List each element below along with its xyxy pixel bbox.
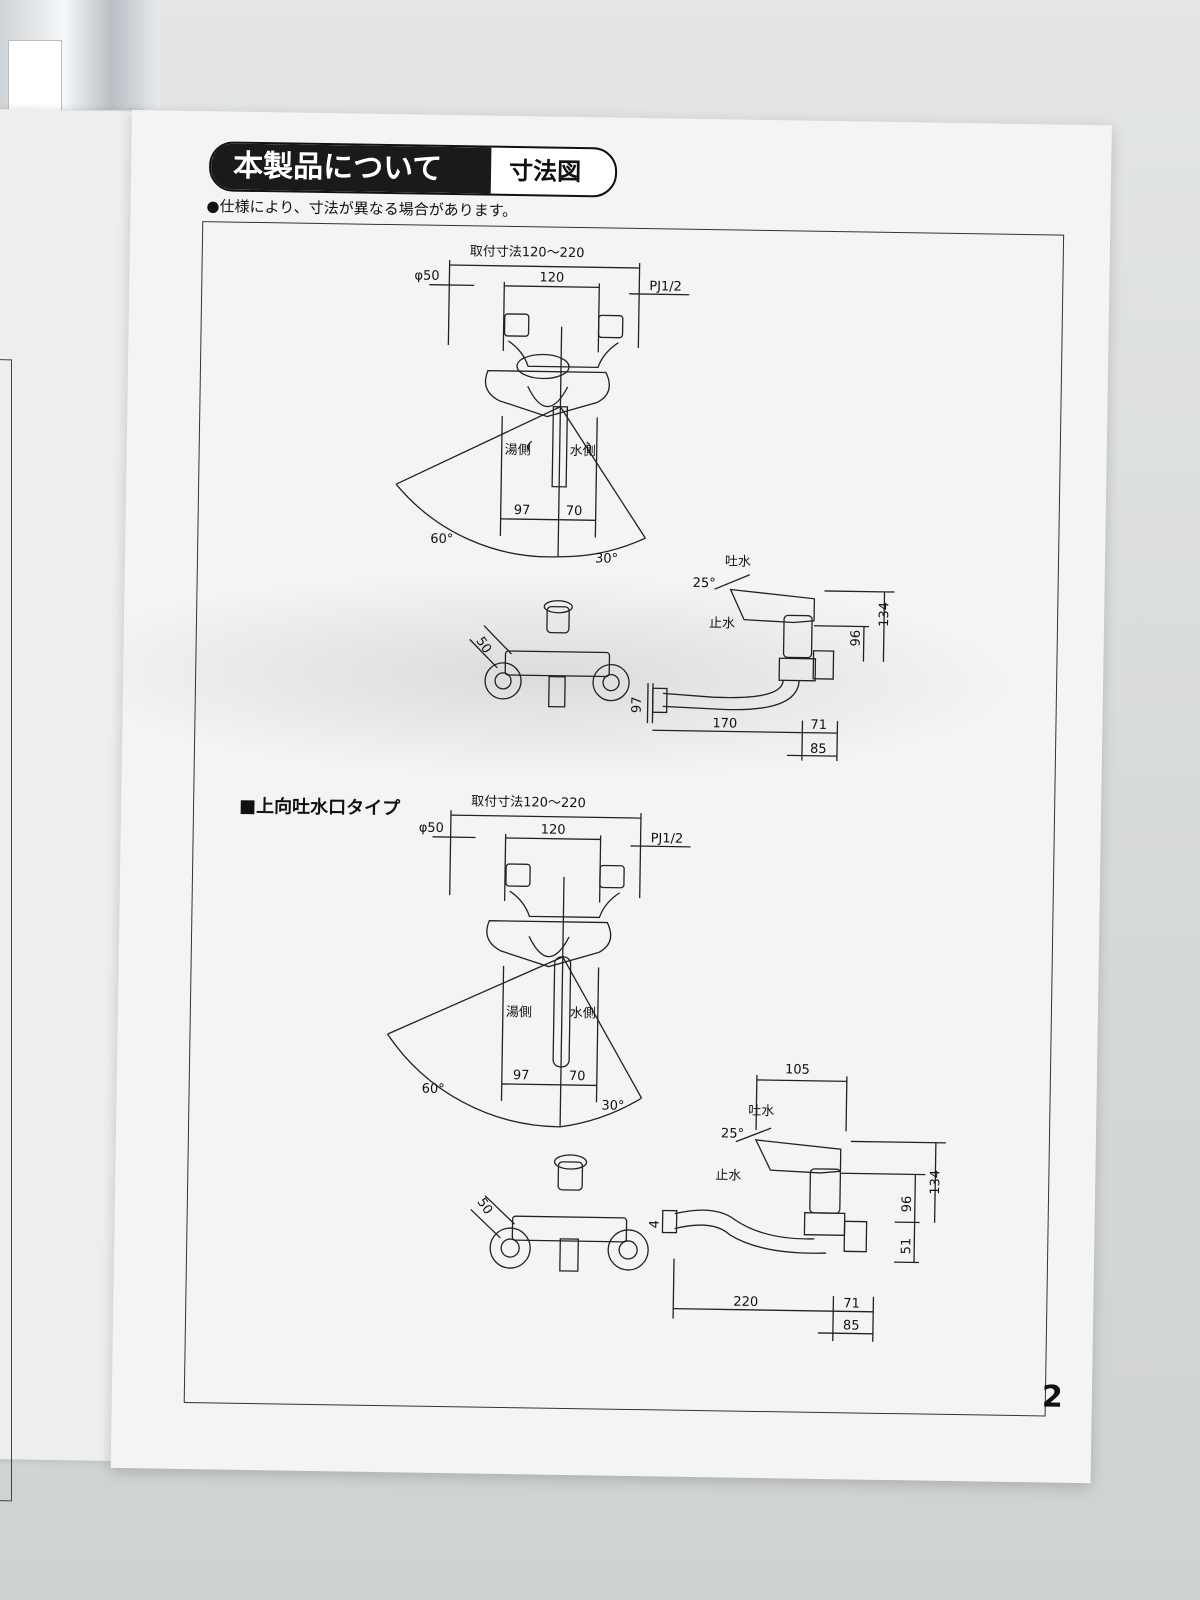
bottom-mount-range: 取付寸法120～220 (471, 794, 586, 811)
section-label-upward-spout: ■上向吐水口タイプ (238, 795, 401, 820)
bottom-cold-label: 水側 (570, 1006, 596, 1021)
bottom-h51: 51 (899, 1238, 914, 1255)
top-pipe: PJ1/2 (649, 279, 682, 295)
warning-sticker (8, 40, 62, 112)
top-bottom-view (469, 600, 630, 708)
top-phi: φ50 (414, 268, 439, 283)
bottom-stop-label: 止水 (715, 1168, 741, 1183)
top-w170: 170 (712, 716, 737, 731)
bottom-front-view (386, 810, 691, 1128)
top-spout-label: 吐水 (725, 554, 751, 569)
bottom-w71: 71 (843, 1296, 860, 1311)
bottom-angle-right: 30° (601, 1098, 624, 1113)
top-front-view (395, 259, 690, 558)
top-stop-label: 止水 (709, 616, 735, 631)
bottom-h134: 134 (928, 1170, 943, 1195)
bottom-h4: 4 (647, 1220, 662, 1229)
bottom-w220: 220 (733, 1295, 758, 1310)
top-dim-right: 70 (566, 504, 583, 519)
top-dim-left: 97 (514, 503, 531, 518)
bottom-spout-label: 吐水 (748, 1104, 774, 1119)
top-side-view (646, 574, 895, 762)
top-cold-label: 水側 (570, 444, 596, 459)
top-h97: 97 (630, 696, 645, 713)
top-center: 120 (539, 270, 564, 285)
bottom-center: 120 (541, 823, 566, 838)
top-h96: 96 (849, 630, 864, 647)
bottom-dim-left: 97 (513, 1068, 530, 1083)
bottom-hot-label: 湯側 (506, 1005, 532, 1020)
bottom-spout-angle: 25° (721, 1126, 744, 1141)
top-mount-range: 取付寸法120～220 (470, 244, 585, 261)
bottom-dim-right: 70 (569, 1069, 586, 1084)
top-w71: 71 (810, 718, 827, 733)
top-d50: 50 (472, 634, 494, 656)
bottom-phi: φ50 (419, 821, 444, 836)
top-w85: 85 (810, 742, 827, 757)
bottom-side-view (661, 1074, 946, 1342)
top-hot-label: 湯側 (505, 443, 531, 458)
bottom-w105: 105 (785, 1062, 810, 1077)
bottom-bottom-view (470, 1154, 649, 1272)
faucet-photo-fragment (0, 0, 160, 112)
top-angle-right: 30° (595, 551, 618, 566)
top-angle-left: 60° (430, 532, 453, 547)
bottom-angle-left: 60° (422, 1082, 445, 1097)
top-h134: 134 (877, 602, 892, 627)
bottom-d50: 50 (474, 1195, 496, 1217)
left-page-frame (0, 357, 12, 1502)
top-spout-angle: 25° (693, 576, 716, 591)
page-number: 2 (1041, 1379, 1064, 1415)
bottom-w85: 85 (843, 1318, 860, 1333)
dimension-drawings: 取付寸法120～220 φ50 120 PJ1/2 湯側 水側 97 70 60… (386, 244, 946, 1342)
manual-page: 本製品について 寸法図 ●仕様により、寸法が異なる場合があります。 (110, 110, 1112, 1484)
bottom-h96: 96 (900, 1196, 915, 1213)
bottom-pipe: PJ1/2 (650, 831, 683, 847)
